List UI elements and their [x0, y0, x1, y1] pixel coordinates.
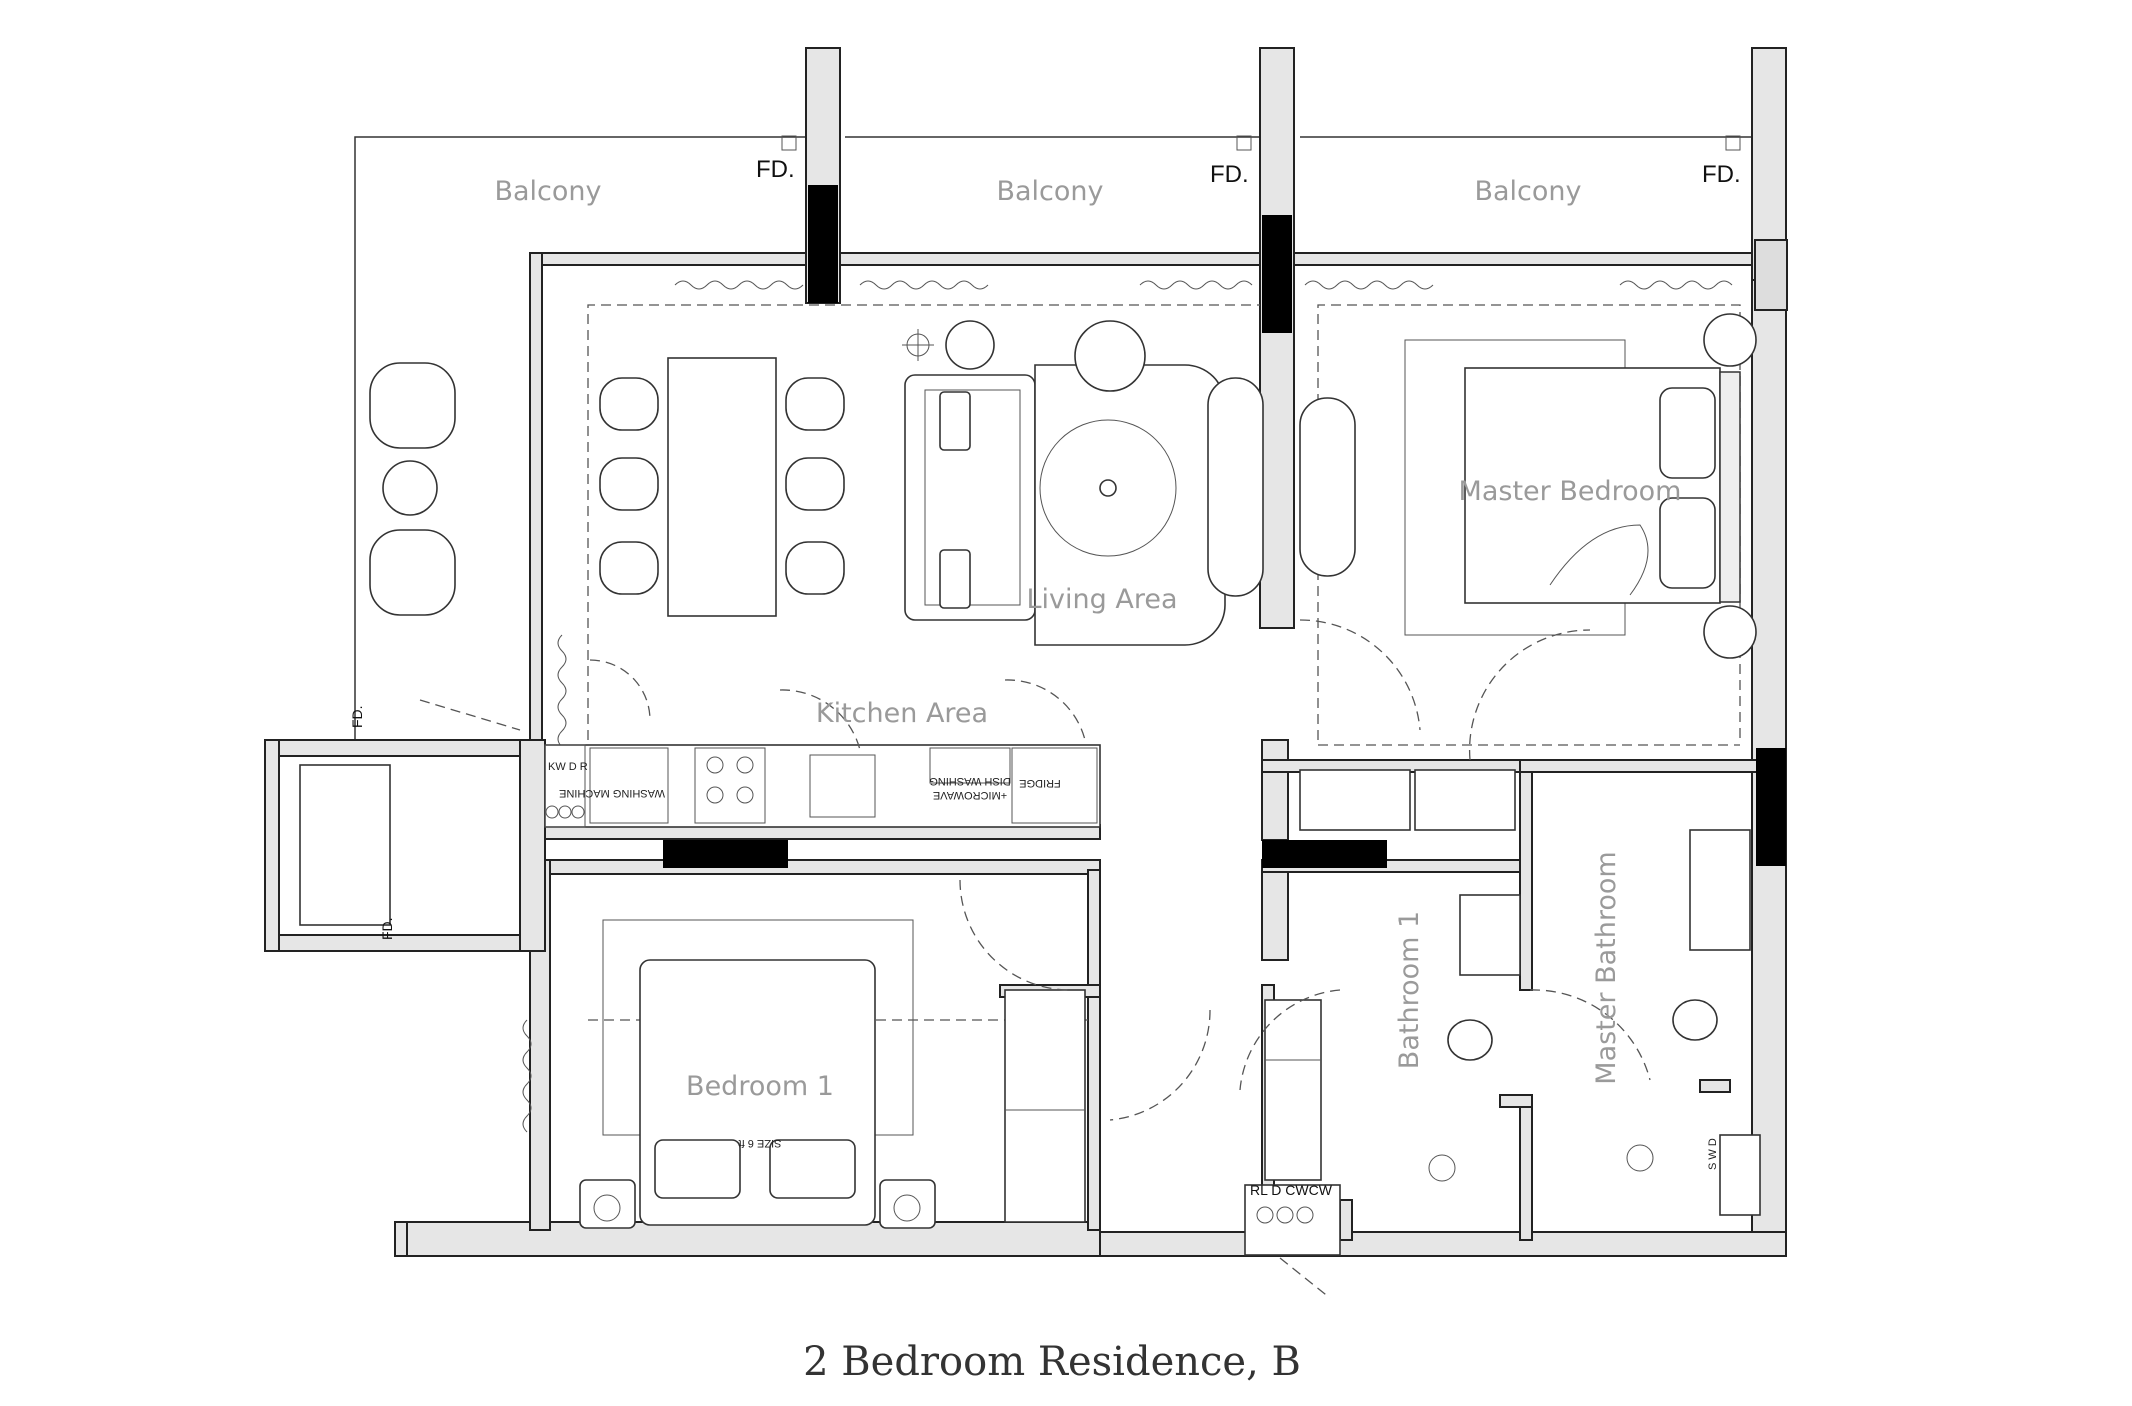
- wardrobes-bathrooms: [1264, 769, 1761, 1216]
- label-kitchen-codes: KW D R: [548, 761, 588, 773]
- label-bath-codes: S W D: [1707, 1138, 1719, 1170]
- label-fd-2: FD.: [1210, 161, 1249, 188]
- label-master-bedroom: Master Bedroom: [1459, 476, 1682, 507]
- label-fd-3: FD.: [1702, 161, 1741, 188]
- label-washing-machine: WASHING MACHINE: [559, 787, 665, 799]
- hatched-column: [1754, 239, 1788, 311]
- label-balcony-middle: Balcony: [996, 176, 1103, 207]
- label-fd-4: FD.: [349, 705, 365, 728]
- label-dish-washing: DISH WASHING: [929, 775, 1011, 787]
- label-living-area: Living Area: [1027, 584, 1178, 615]
- label-fd-1: FD.: [756, 156, 795, 183]
- label-bedroom-1: Bedroom 1: [686, 1071, 834, 1102]
- door-swings: [419, 619, 1651, 1299]
- bedroom1-bed: [579, 919, 1086, 1229]
- label-master-bathroom: Master Bathroom: [1591, 851, 1622, 1084]
- label-fd-5: FD.: [379, 917, 395, 940]
- balcony-left-furniture: [369, 362, 456, 616]
- master-bed: [1404, 313, 1757, 659]
- curtains: [522, 280, 1733, 1133]
- label-balcony-left: Balcony: [494, 176, 601, 207]
- label-bathroom-1: Bathroom 1: [1394, 911, 1425, 1069]
- label-kitchen-area: Kitchen Area: [816, 698, 988, 729]
- label-utility-codes: RL D CWCW: [1250, 1182, 1333, 1198]
- kitchen-counter: [544, 744, 1101, 828]
- label-fridge: FRIDGE: [1019, 777, 1061, 789]
- label-balcony-right: Balcony: [1474, 176, 1581, 207]
- utility-block: [299, 764, 1341, 1256]
- living-furniture: [902, 320, 1356, 646]
- dining-set: [599, 357, 845, 617]
- balcony-outline: [354, 135, 1755, 740]
- label-bed-size: SIZE 6 ft: [739, 1137, 782, 1149]
- label-microwave: +MICROWAVE: [933, 789, 1007, 801]
- structural-columns: [663, 185, 1788, 868]
- plan-title: 2 Bedroom Residence, B: [803, 1339, 1301, 1385]
